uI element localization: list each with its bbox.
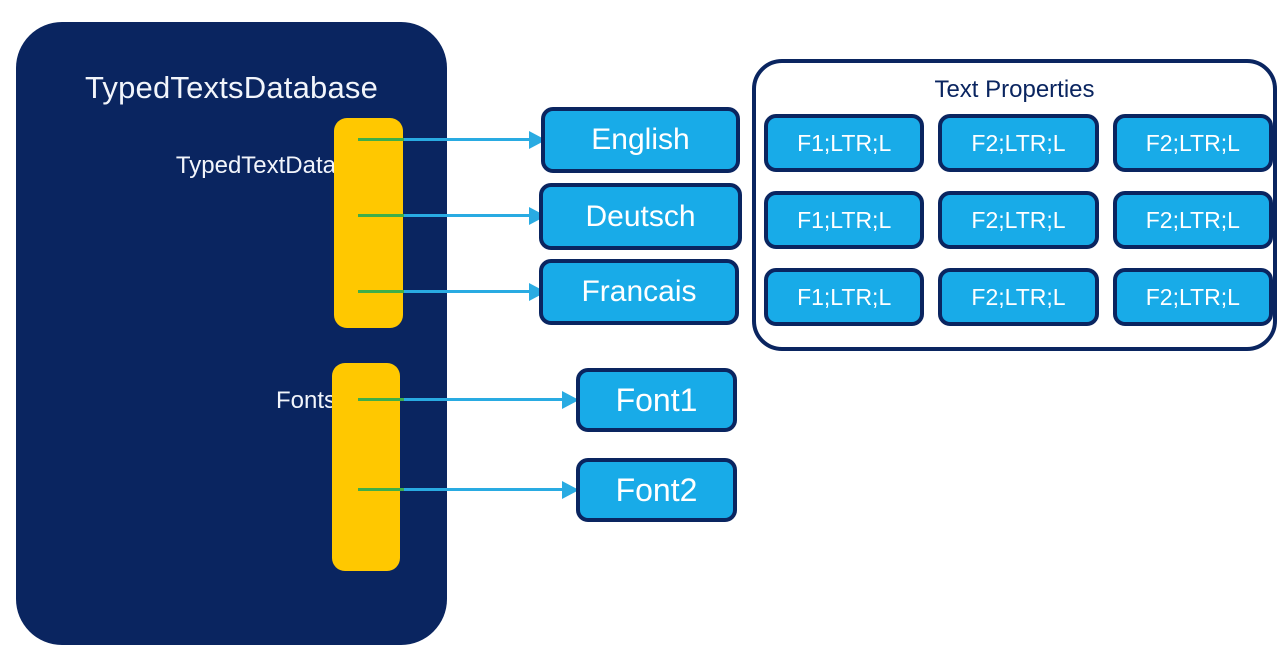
text-property-chip[interactable]: F2;LTR;L — [1112, 191, 1273, 249]
text-property-chip[interactable]: F2;LTR;L — [938, 114, 1099, 172]
font-box-font2[interactable]: Font2 — [576, 458, 737, 522]
font-label: Font2 — [615, 471, 698, 508]
text-property-chip[interactable]: F2;LTR;L — [1112, 114, 1273, 172]
field-label-fonts: Fonts — [275, 387, 336, 414]
language-label: English — [591, 123, 690, 156]
text-property-chip[interactable]: F2;LTR;L — [938, 268, 1099, 326]
language-box-francais[interactable]: Francais — [539, 259, 739, 325]
text-properties-title: Text Properties — [934, 76, 1095, 103]
text-property-chip[interactable]: F1;LTR;L — [764, 191, 925, 249]
language-label: Deutsch — [585, 199, 696, 233]
text-property-chip[interactable]: F2;LTR;L — [1112, 268, 1273, 326]
text-properties-grid: F1;LTR;L F2;LTR;L F2;LTR;L F1;LTR;L F2;L… — [764, 114, 1273, 326]
text-property-chip[interactable]: F1;LTR;L — [764, 268, 925, 326]
language-box-english[interactable]: English — [541, 107, 740, 173]
text-property-chip[interactable]: F2;LTR;L — [938, 191, 1099, 249]
text-properties-panel: Text Properties F1;LTR;L F2;LTR;L F2;LTR… — [752, 59, 1277, 351]
typedtextdata-collection-bar — [334, 118, 403, 328]
database-title: TypedTextsDatabase — [84, 70, 379, 105]
fonts-collection-bar — [332, 363, 400, 571]
font-box-font1[interactable]: Font1 — [576, 368, 737, 432]
language-label: Francais — [581, 275, 697, 308]
field-label-typedtextdata: TypedTextData — [175, 152, 336, 179]
language-box-deutsch[interactable]: Deutsch — [539, 183, 742, 250]
font-label: Font1 — [615, 381, 698, 418]
text-property-chip[interactable]: F1;LTR;L — [764, 114, 925, 172]
